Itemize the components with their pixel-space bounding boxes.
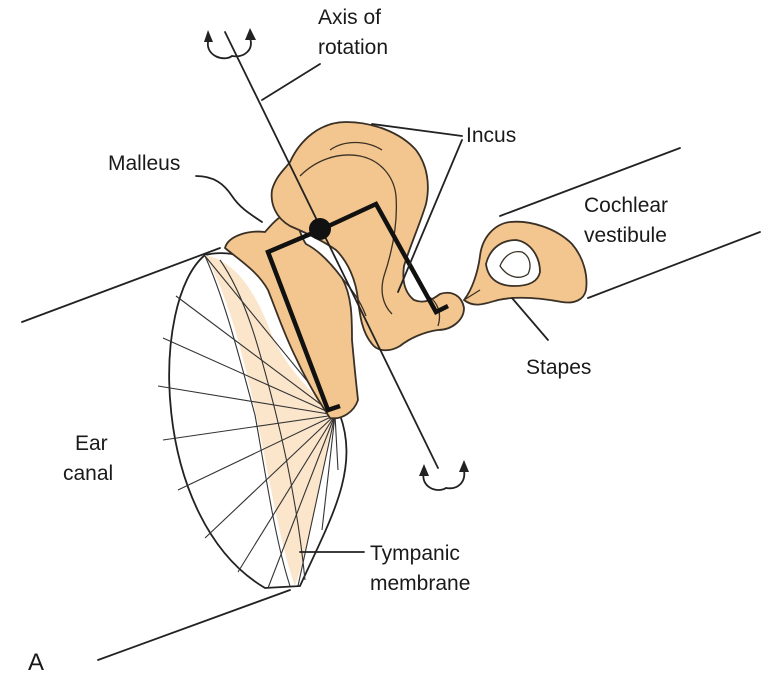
pivot-point — [309, 218, 331, 240]
stapes-leader — [512, 298, 548, 340]
label-axis-line1: Axis of — [318, 6, 381, 29]
label-malleus: Malleus — [108, 152, 180, 175]
panel-letter: A — [28, 649, 44, 676]
label-axis-line2: rotation — [318, 36, 388, 59]
label-cochlear-line2: vestibule — [584, 224, 667, 247]
label-stapes: Stapes — [526, 356, 591, 379]
label-cochlear-line1: Cochlear — [584, 194, 668, 217]
label-tympanic-line2: membrane — [370, 572, 470, 595]
label-incus: Incus — [466, 124, 516, 147]
axis-leader — [262, 64, 320, 100]
label-ear-line2: canal — [63, 462, 113, 485]
label-tympanic-line1: Tympanic — [370, 542, 460, 565]
stapes-bone — [464, 222, 586, 305]
label-ear-line1: Ear — [75, 432, 108, 455]
malleus-leader — [196, 176, 262, 222]
